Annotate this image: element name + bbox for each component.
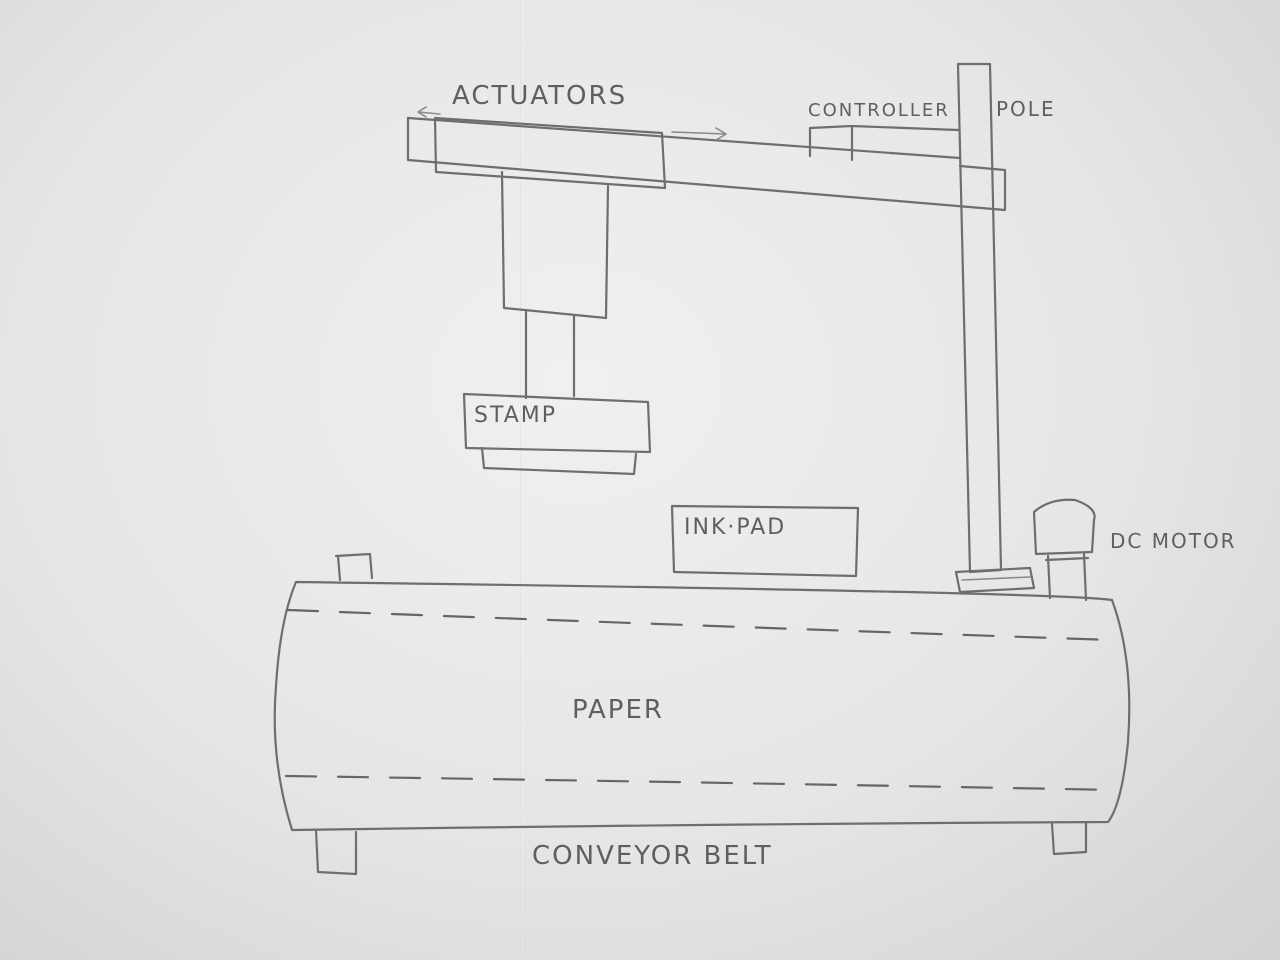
label-dc-motor: DC MOTOR — [1110, 529, 1237, 553]
label-stamp: STAMP — [474, 403, 557, 428]
actuator-arrow-left — [418, 107, 440, 117]
roller-bottom-left — [316, 830, 356, 874]
label-pole: POLE — [996, 97, 1056, 121]
label-paper: PAPER — [572, 695, 664, 725]
label-actuators: ACTUATORS — [452, 81, 627, 111]
pole — [956, 64, 1034, 592]
actuator-cylinder — [502, 172, 608, 318]
controller — [810, 126, 958, 160]
piston-rod — [526, 312, 574, 398]
label-conveyor-belt: CONVEYOR BELT — [532, 841, 773, 871]
roller-bottom-right — [1052, 822, 1086, 854]
label-ink-pad: INK·PAD — [684, 515, 786, 540]
roller-stub-top — [336, 554, 372, 580]
dc-motor — [1034, 500, 1095, 600]
label-controller: CONTROLLER — [808, 100, 950, 121]
horizontal-arm — [408, 118, 1005, 210]
conveyor-belt — [275, 582, 1130, 830]
